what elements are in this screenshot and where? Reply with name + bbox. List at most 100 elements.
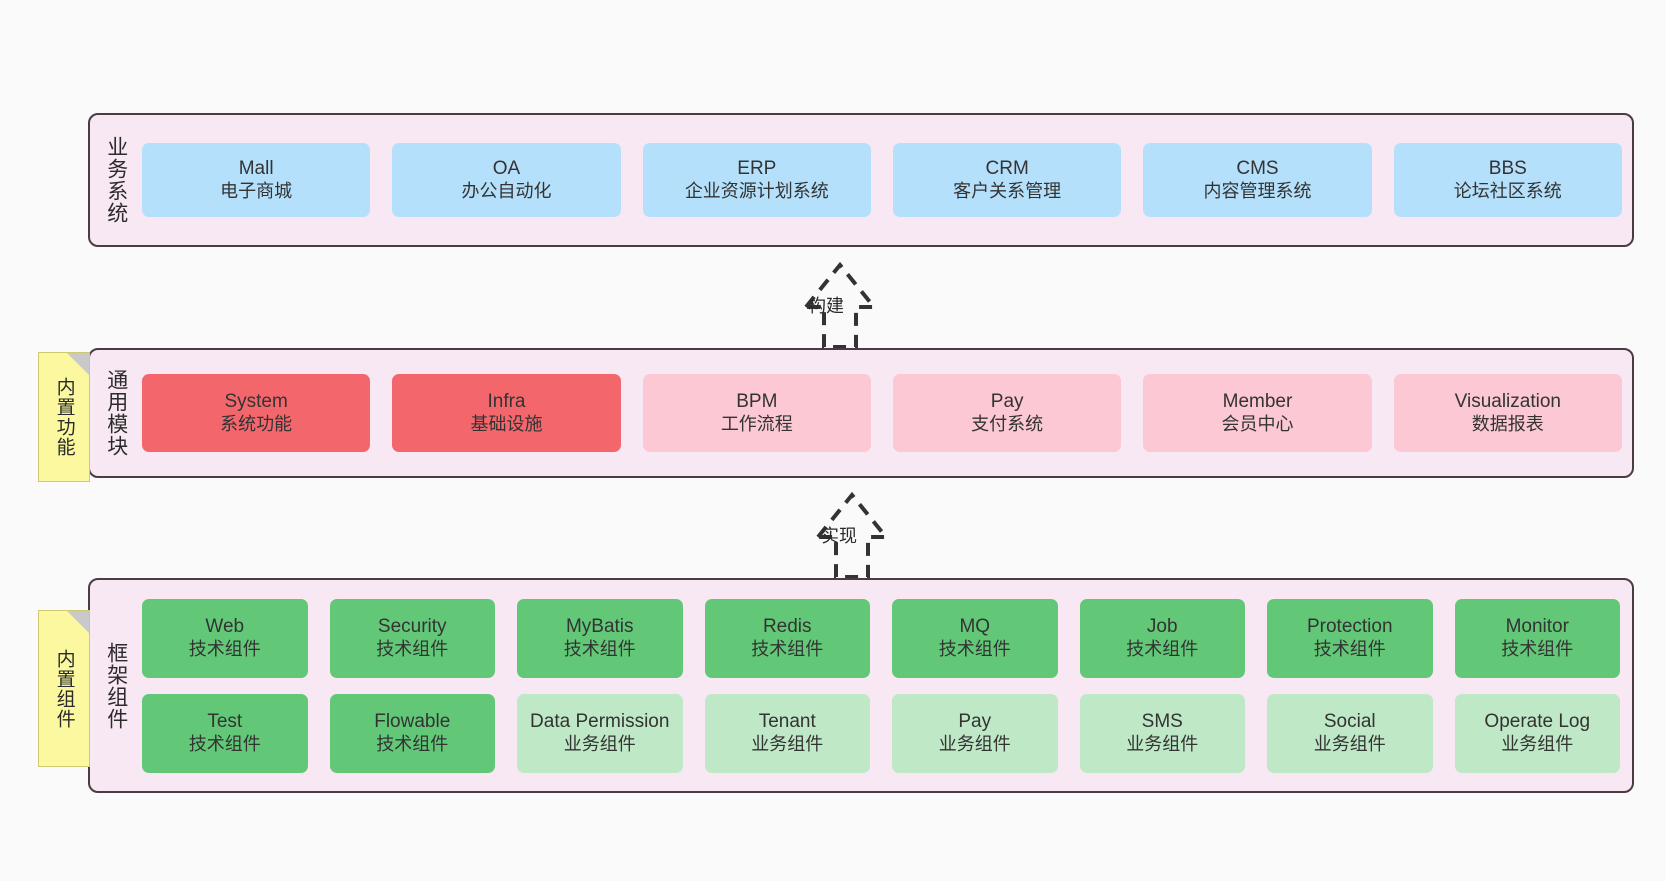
card-title: Tenant [758, 711, 816, 733]
card-subtitle: 基础设施 [470, 413, 543, 434]
card-title: ERP [737, 158, 777, 180]
card-subtitle: 论坛社区系统 [1453, 180, 1562, 201]
sticky-note-builtin-function: 内置功能 [38, 352, 90, 482]
card-subtitle: 客户关系管理 [953, 180, 1062, 201]
card-data-permission[interactable]: Data Permission 业务组件 [517, 693, 683, 773]
card-visualization[interactable]: Visualization 数据报表 [1393, 374, 1622, 452]
card-subtitle: 业务组件 [1501, 733, 1574, 754]
layer-body-common-module: System 系统功能 Infra 基础设施 BPM 工作流程 Pay 支付系统… [142, 350, 1632, 476]
card-subtitle: 业务组件 [1313, 733, 1386, 754]
card-subtitle: 系统功能 [220, 413, 293, 434]
card-subtitle: 技术组件 [1501, 638, 1574, 659]
card-title: Monitor [1505, 616, 1569, 638]
sticky-note-label: 内置组件 [53, 648, 75, 729]
card-title: Redis [762, 616, 812, 638]
card-subtitle: 业务组件 [1126, 733, 1199, 754]
card-title: Test [207, 711, 243, 733]
card-subtitle: 工作流程 [720, 413, 793, 434]
card-infra[interactable]: Infra 基础设施 [392, 374, 621, 452]
card-title: OA [492, 158, 521, 180]
card-redis[interactable]: Redis 技术组件 [704, 598, 870, 678]
card-subtitle: 技术组件 [563, 638, 636, 659]
card-member[interactable]: Member 会员中心 [1143, 374, 1372, 452]
page-fold-icon [67, 353, 89, 375]
card-bbs[interactable]: BBS 论坛社区系统 [1393, 143, 1622, 217]
card-subtitle: 业务组件 [563, 733, 636, 754]
card-row: Mall 电子商城 OA 办公自动化 ERP 企业资源计划系统 CRM 客户关系… [142, 143, 1622, 217]
card-subtitle: 会员中心 [1221, 413, 1294, 434]
layer-common-module: 通用模块 System 系统功能 Infra 基础设施 BPM 工作流程 Pay… [88, 348, 1634, 478]
card-subtitle: 技术组件 [376, 638, 449, 659]
layer-business-system: 业务系统 Mall 电子商城 OA 办公自动化 ERP 企业资源计划系统 CRM… [88, 113, 1634, 247]
card-crm[interactable]: CRM 客户关系管理 [892, 143, 1122, 217]
card-row: System 系统功能 Infra 基础设施 BPM 工作流程 Pay 支付系统… [142, 374, 1622, 452]
card-flowable[interactable]: Flowable 技术组件 [329, 693, 495, 773]
card-system[interactable]: System 系统功能 [142, 374, 371, 452]
page-fold-icon [67, 611, 89, 633]
card-subtitle: 办公自动化 [461, 180, 552, 201]
card-protection[interactable]: Protection 技术组件 [1267, 598, 1433, 678]
card-title: MQ [959, 616, 991, 638]
card-subtitle: 技术组件 [1313, 638, 1386, 659]
card-mybatis[interactable]: MyBatis 技术组件 [517, 598, 683, 678]
layer-title-framework-component: 框架组件 [104, 641, 128, 730]
card-test[interactable]: Test 技术组件 [142, 693, 308, 773]
card-title: Visualization [1454, 391, 1561, 413]
card-pay[interactable]: Pay 支付系统 [892, 374, 1122, 452]
layer-title-common-module: 通用模块 [104, 369, 128, 457]
card-title: Member [1222, 391, 1293, 413]
card-erp[interactable]: ERP 企业资源计划系统 [642, 143, 871, 217]
card-subtitle: 技术组件 [938, 638, 1011, 659]
card-mq[interactable]: MQ 技术组件 [892, 598, 1058, 678]
card-subtitle: 业务组件 [938, 733, 1011, 754]
card-subtitle: 内容管理系统 [1203, 180, 1312, 201]
connector-build-label: 构建 [808, 296, 844, 316]
card-title: MyBatis [565, 616, 634, 638]
card-oa[interactable]: OA 办公自动化 [392, 143, 621, 217]
layer-title-business-system: 业务系统 [104, 136, 128, 224]
sticky-note-builtin-component: 内置组件 [38, 610, 90, 767]
card-subtitle: 技术组件 [751, 638, 824, 659]
card-operate-log[interactable]: Operate Log 业务组件 [1454, 693, 1620, 773]
card-sms[interactable]: SMS 业务组件 [1079, 693, 1245, 773]
card-subtitle: 技术组件 [188, 638, 261, 659]
card-title: BPM [736, 391, 778, 413]
card-monitor[interactable]: Monitor 技术组件 [1454, 598, 1620, 678]
card-mall[interactable]: Mall 电子商城 [142, 143, 371, 217]
layer-body-framework-component: Web 技术组件 Security 技术组件 MyBatis 技术组件 Redi… [142, 580, 1632, 791]
card-job[interactable]: Job 技术组件 [1079, 598, 1245, 678]
card-subtitle: 数据报表 [1471, 413, 1544, 434]
card-title: CMS [1236, 158, 1279, 180]
layer-body-business-system: Mall 电子商城 OA 办公自动化 ERP 企业资源计划系统 CRM 客户关系… [142, 115, 1632, 245]
card-security[interactable]: Security 技术组件 [329, 598, 495, 678]
card-title: Infra [487, 391, 526, 413]
card-title: Pay [990, 391, 1024, 413]
card-cms[interactable]: CMS 内容管理系统 [1143, 143, 1372, 217]
card-subtitle: 技术组件 [376, 733, 449, 754]
card-row: Web 技术组件 Security 技术组件 MyBatis 技术组件 Redi… [142, 598, 1620, 678]
card-title: Flowable [374, 711, 451, 733]
card-bpm[interactable]: BPM 工作流程 [642, 374, 871, 452]
card-title: Social [1323, 711, 1376, 733]
card-title: Web [205, 616, 245, 638]
card-subtitle: 支付系统 [971, 413, 1044, 434]
card-title: BBS [1488, 158, 1527, 180]
card-social[interactable]: Social 业务组件 [1267, 693, 1433, 773]
card-row: Test 技术组件 Flowable 技术组件 Data Permission … [142, 693, 1620, 773]
card-subtitle: 技术组件 [188, 733, 261, 754]
card-tenant[interactable]: Tenant 业务组件 [704, 693, 870, 773]
card-web[interactable]: Web 技术组件 [142, 598, 308, 678]
card-title: Operate Log [1484, 711, 1591, 733]
card-pay-business[interactable]: Pay 业务组件 [892, 693, 1058, 773]
layer-framework-component: 框架组件 Web 技术组件 Security 技术组件 MyBatis 技术组件… [88, 578, 1634, 793]
card-title: Job [1146, 616, 1178, 638]
card-title: Protection [1306, 616, 1393, 638]
card-title: Pay [958, 711, 992, 733]
card-title: CRM [985, 158, 1029, 180]
connector-implement-label: 实现 [821, 526, 857, 546]
card-title: Mall [238, 158, 274, 180]
card-subtitle: 企业资源计划系统 [684, 180, 829, 201]
card-title: Security [377, 616, 447, 638]
card-subtitle: 技术组件 [1126, 638, 1199, 659]
